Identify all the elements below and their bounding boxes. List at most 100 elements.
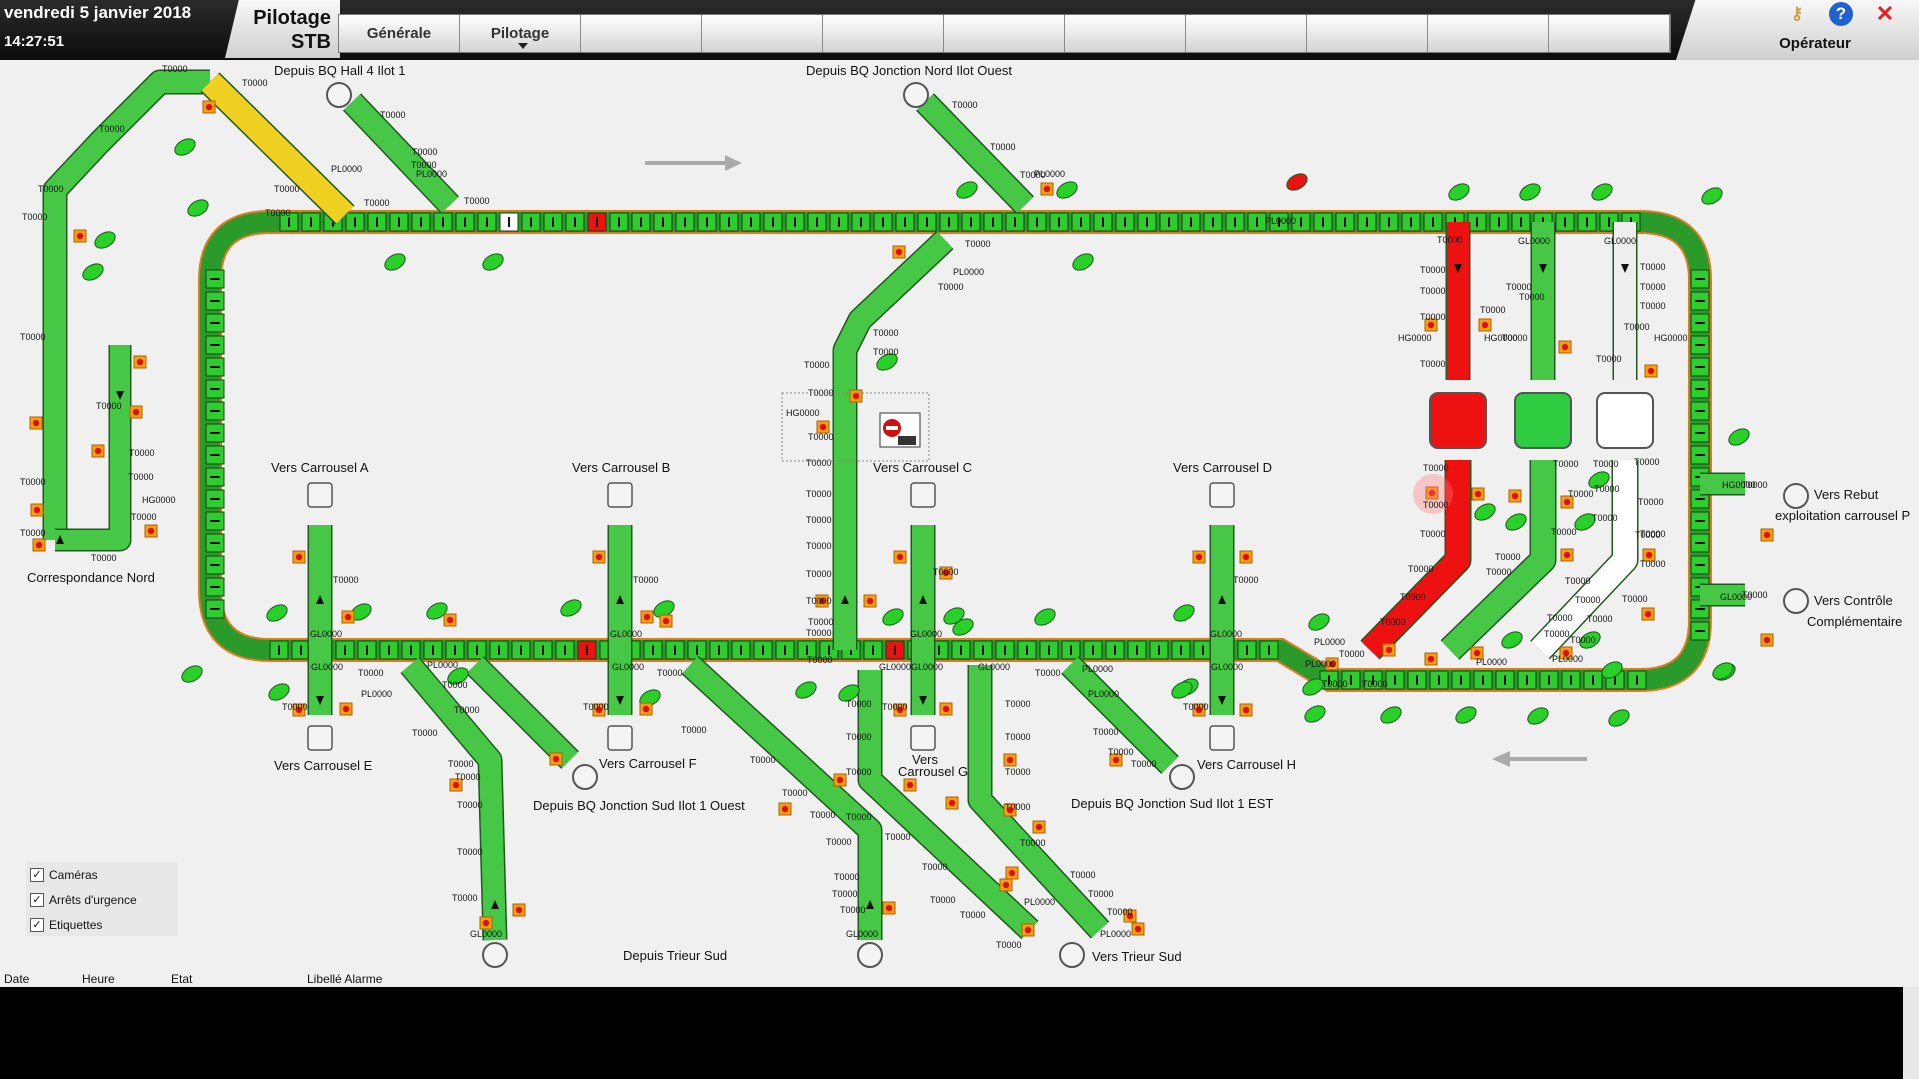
tab-empty[interactable] — [1549, 15, 1670, 52]
operator-label[interactable]: Opérateur — [1779, 35, 1851, 52]
conveyor-belt[interactable] — [834, 231, 953, 650]
camera-icon[interactable] — [1032, 605, 1058, 628]
toggle-labels[interactable]: ✓Etiquettes — [30, 918, 102, 932]
camera-icon[interactable] — [445, 664, 471, 687]
direction-circle-icon[interactable] — [1059, 942, 1085, 968]
direction-circle-icon[interactable] — [857, 942, 883, 968]
tab-empty[interactable] — [581, 15, 702, 52]
checkbox-icon[interactable]: ✓ — [30, 918, 44, 932]
exit-arrow-icon[interactable] — [607, 482, 633, 508]
camera-icon[interactable] — [172, 135, 198, 158]
camera-icon[interactable] — [836, 681, 862, 704]
toggle-cameras[interactable]: ✓Caméras — [30, 868, 98, 882]
camera-icon[interactable] — [424, 599, 450, 622]
toggle-emergency-stops[interactable]: ✓Arrêts d'urgence — [30, 893, 137, 907]
induction-unit[interactable] — [1514, 392, 1572, 449]
exit-arrow-icon[interactable] — [307, 482, 333, 508]
tab-empty[interactable] — [823, 15, 944, 52]
column-date[interactable]: Date — [4, 972, 30, 986]
camera-icon[interactable] — [1525, 704, 1551, 727]
conveyor-belt[interactable] — [344, 94, 458, 213]
camera-icon[interactable] — [1453, 703, 1479, 726]
camera-icon[interactable] — [1572, 510, 1598, 533]
conveyor-belt[interactable] — [44, 71, 210, 540]
camera-icon[interactable] — [92, 228, 118, 251]
checkbox-icon[interactable]: ✓ — [30, 893, 44, 907]
direction-circle-icon[interactable] — [1783, 588, 1809, 614]
direction-circle-icon[interactable] — [572, 764, 598, 790]
tab-generale[interactable]: Générale — [339, 15, 460, 52]
conveyor-belt[interactable] — [969, 665, 1109, 938]
camera-icon[interactable] — [480, 250, 506, 273]
camera-icon[interactable] — [1606, 706, 1632, 729]
exit-arrow-icon[interactable] — [607, 725, 633, 751]
tab-empty[interactable] — [702, 15, 823, 52]
conveyor-belt[interactable] — [917, 94, 1033, 213]
camera-icon[interactable] — [1284, 170, 1310, 193]
camera-icon[interactable] — [1726, 425, 1752, 448]
induction-unit[interactable] — [1429, 392, 1487, 449]
camera-icon[interactable] — [880, 605, 906, 628]
camera-icon[interactable] — [1699, 184, 1725, 207]
conveyor-belt[interactable] — [201, 73, 354, 224]
camera-icon[interactable] — [1517, 180, 1543, 203]
camera-icon[interactable] — [264, 601, 290, 624]
hmi-station-icon[interactable] — [879, 412, 921, 448]
direction-circle-icon[interactable] — [903, 82, 929, 108]
alarm-list[interactable] — [0, 987, 1903, 1079]
conveyor-belt[interactable] — [1361, 460, 1470, 659]
camera-icon[interactable] — [1070, 250, 1096, 273]
exit-arrow-icon[interactable] — [307, 725, 333, 751]
conveyor-belt[interactable] — [401, 657, 506, 941]
keys-icon[interactable]: ⚷ — [1790, 4, 1804, 23]
column-etat[interactable]: Etat — [171, 972, 193, 986]
camera-icon[interactable] — [1599, 658, 1625, 681]
conveyor-belt[interactable] — [1441, 460, 1555, 659]
help-icon[interactable]: ? — [1829, 2, 1853, 26]
camera-icon[interactable] — [80, 260, 106, 283]
direction-circle-icon[interactable] — [482, 942, 508, 968]
tab-empty[interactable] — [1065, 15, 1186, 52]
camera-icon[interactable] — [1169, 678, 1195, 701]
camera-icon[interactable] — [1378, 703, 1404, 726]
checkbox-icon[interactable]: ✓ — [30, 868, 44, 882]
column-heure[interactable]: Heure — [82, 972, 115, 986]
conveyor-belt[interactable] — [859, 670, 1038, 939]
exit-arrow-icon[interactable] — [910, 725, 936, 751]
exit-arrow-icon[interactable] — [910, 482, 936, 508]
camera-icon[interactable] — [1446, 180, 1472, 203]
conveyor-belt[interactable] — [1062, 657, 1178, 773]
induction-unit[interactable] — [1596, 392, 1654, 449]
direction-circle-icon[interactable] — [1169, 764, 1195, 790]
camera-icon[interactable] — [266, 680, 292, 703]
camera-icon[interactable] — [874, 350, 900, 373]
exit-arrow-icon[interactable] — [1209, 482, 1235, 508]
tab-empty[interactable] — [1428, 15, 1549, 52]
column-libelle[interactable]: Libellé Alarme — [307, 972, 383, 986]
direction-circle-icon[interactable] — [1783, 483, 1809, 509]
direction-circle-icon[interactable] — [326, 82, 352, 108]
camera-icon[interactable] — [1302, 702, 1328, 725]
exit-arrow-icon[interactable] — [1209, 725, 1235, 751]
conveyor-belt[interactable] — [467, 657, 578, 768]
camera-icon[interactable] — [1577, 628, 1603, 651]
camera-icon[interactable] — [1499, 628, 1525, 651]
camera-icon[interactable] — [179, 662, 205, 685]
tab-pilotage[interactable]: Pilotage — [460, 15, 581, 52]
camera-icon[interactable] — [941, 604, 967, 627]
camera-icon[interactable] — [185, 196, 211, 219]
camera-icon[interactable] — [1054, 178, 1080, 201]
conveyor-belt[interactable] — [1531, 460, 1637, 659]
camera-icon[interactable] — [954, 178, 980, 201]
camera-icon[interactable] — [1589, 180, 1615, 203]
alarm-scrollbar[interactable] — [1903, 987, 1919, 1079]
camera-icon[interactable] — [382, 250, 408, 273]
tab-empty[interactable] — [1186, 15, 1307, 52]
camera-icon[interactable] — [1503, 510, 1529, 533]
camera-icon[interactable] — [1300, 675, 1326, 698]
camera-icon[interactable] — [1472, 500, 1498, 523]
camera-icon[interactable] — [1586, 468, 1612, 491]
camera-icon[interactable] — [1710, 659, 1736, 682]
camera-icon[interactable] — [558, 596, 584, 619]
camera-icon[interactable] — [793, 678, 819, 701]
